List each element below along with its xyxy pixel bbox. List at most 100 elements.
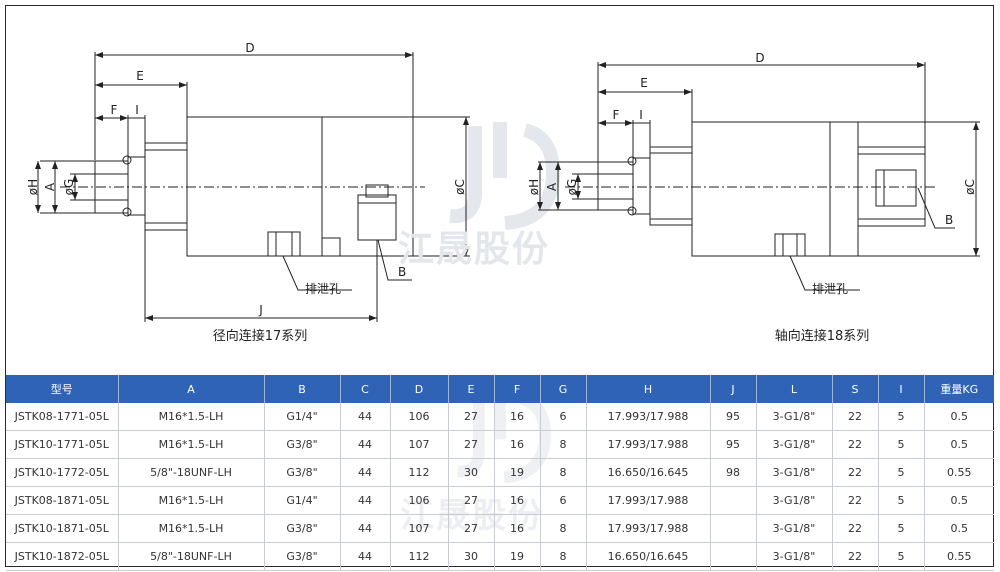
left-label-c: øC	[453, 179, 467, 195]
table-cell: 17.993/17.988	[586, 486, 711, 515]
table-cell: 5	[878, 458, 925, 487]
table-cell: 44	[340, 514, 391, 543]
column-header: G	[540, 375, 587, 403]
column-header: S	[832, 375, 879, 403]
technical-drawing: D E F I øH A øG øC J B 排泄孔 径向连接17系列 D E …	[26, 41, 980, 344]
table-cell: 106	[390, 486, 449, 515]
right-label-d: D	[755, 51, 764, 65]
table-cell: G1/4"	[264, 403, 341, 431]
table-cell: 27	[448, 430, 495, 459]
table-cell: 5	[878, 514, 925, 543]
table-cell: M16*1.5-LH	[118, 430, 265, 459]
table-cell: 30	[448, 458, 495, 487]
table-cell: JSTK10-1872-05L	[6, 542, 119, 571]
right-label-f: F	[613, 108, 620, 122]
table-cell: 6	[540, 486, 587, 515]
table-cell: 3-G1/8"	[756, 458, 833, 487]
table-cell: 3-G1/8"	[756, 430, 833, 459]
table-cell: M16*1.5-LH	[118, 403, 265, 431]
table-cell: 95	[710, 403, 757, 431]
right-label-c: øC	[963, 179, 977, 195]
table-cell: 106	[390, 403, 449, 431]
left-label-f: F	[111, 103, 118, 117]
table-cell: 8	[540, 458, 587, 487]
table-cell: JSTK10-1771-05L	[6, 430, 119, 459]
right-label-a: A	[545, 182, 559, 191]
table-cell: 5/8"-18UNF-LH	[118, 542, 265, 571]
table-cell: 44	[340, 486, 391, 515]
table-cell: JSTK10-1871-05L	[6, 514, 119, 543]
column-header: D	[390, 375, 449, 403]
table-cell: 0.5	[924, 430, 994, 459]
table-cell: 8	[540, 514, 587, 543]
table-cell: 5	[878, 486, 925, 515]
left-label-h: øH	[26, 179, 40, 195]
table-cell: 8	[540, 542, 587, 571]
table-cell: 22	[832, 403, 879, 431]
table-cell: 22	[832, 514, 879, 543]
left-label-j: J	[258, 303, 263, 317]
column-header: F	[494, 375, 541, 403]
table-cell: JSTK10-1772-05L	[6, 458, 119, 487]
table-cell: G3/8"	[264, 430, 341, 459]
column-header: C	[340, 375, 391, 403]
column-header: H	[586, 375, 711, 403]
table-cell: 5	[878, 403, 925, 431]
table-cell: G3/8"	[264, 514, 341, 543]
left-label-i: I	[135, 103, 139, 117]
table-cell: G1/4"	[264, 486, 341, 515]
right-label-drain: 排泄孔	[812, 282, 848, 296]
table-cell: 0.5	[924, 514, 994, 543]
table-cell: 22	[832, 430, 879, 459]
table-cell: 27	[448, 486, 495, 515]
table-cell: 112	[390, 458, 449, 487]
column-header: 重量KG	[924, 375, 994, 403]
table-cell: 0.5	[924, 486, 994, 515]
table-cell: 44	[340, 542, 391, 571]
column-header: 型号	[6, 375, 119, 403]
left-label-d: D	[245, 41, 254, 55]
table-cell	[710, 542, 757, 571]
table-cell: 17.993/17.988	[586, 514, 711, 543]
table-cell: 16.650/16.645	[586, 542, 711, 571]
column-header: B	[264, 375, 341, 403]
right-label-e: E	[640, 76, 648, 90]
table-cell: 27	[448, 403, 495, 431]
table-cell: M16*1.5-LH	[118, 486, 265, 515]
table-cell: JSTK08-1771-05L	[6, 403, 119, 431]
right-label-i: I	[639, 108, 643, 122]
table-cell: 16	[494, 486, 541, 515]
table-cell: 107	[390, 430, 449, 459]
right-label-b: B	[945, 213, 953, 227]
table-cell: 5	[878, 430, 925, 459]
table-cell: 8	[540, 430, 587, 459]
column-header: I	[878, 375, 925, 403]
table-cell	[710, 486, 757, 515]
table-cell: 107	[390, 514, 449, 543]
left-label-drain: 排泄孔	[305, 282, 341, 296]
table-cell	[710, 514, 757, 543]
table-cell: 5	[878, 542, 925, 571]
right-label-g: øG	[565, 179, 579, 196]
table-cell: 17.993/17.988	[586, 430, 711, 459]
left-label-g: øG	[62, 179, 76, 196]
right-label-h: øH	[527, 179, 541, 195]
column-header: A	[118, 375, 265, 403]
table-cell: 3-G1/8"	[756, 486, 833, 515]
table-cell: 95	[710, 430, 757, 459]
table-cell: 3-G1/8"	[756, 514, 833, 543]
table-cell: 16	[494, 514, 541, 543]
table-cell: 3-G1/8"	[756, 403, 833, 431]
table-cell: G3/8"	[264, 542, 341, 571]
table-cell: 19	[494, 458, 541, 487]
table-cell: JSTK08-1871-05L	[6, 486, 119, 515]
table-cell: 3-G1/8"	[756, 542, 833, 571]
